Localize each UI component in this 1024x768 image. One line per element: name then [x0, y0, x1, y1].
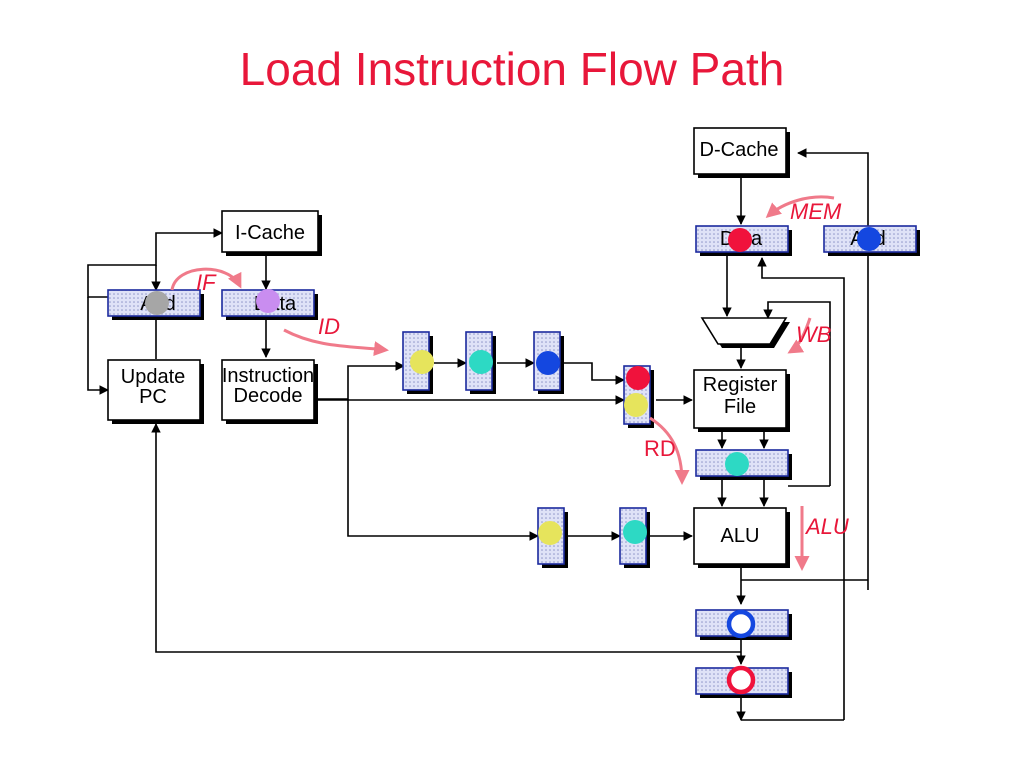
token-mem-data	[728, 228, 752, 252]
decode-label-2: Decode	[234, 385, 303, 407]
token-fetch-data	[256, 289, 280, 313]
token-read-1	[626, 366, 650, 390]
rd-stage-label: RD	[644, 436, 676, 461]
pipeline-latches	[402, 331, 654, 568]
token-operand	[725, 452, 749, 476]
wires	[87, 148, 869, 721]
writeback-mux	[700, 317, 790, 348]
register-file-label-1: Register	[703, 374, 778, 396]
wb-stage-arrow	[787, 317, 812, 354]
stage-arrows	[170, 195, 835, 571]
alu-block: ALU	[693, 507, 790, 568]
token-alu-2	[623, 520, 647, 544]
alu-stage-label: ALU	[804, 514, 849, 539]
token-decode-2	[469, 350, 493, 374]
if-stage-arrow	[170, 267, 242, 291]
rd-stage-arrow	[649, 416, 690, 485]
id-stage-label: ID	[318, 314, 340, 339]
wb-stage-label: WB	[796, 322, 831, 347]
register-file-block: Register File	[693, 369, 790, 432]
token-alu-1	[538, 521, 562, 545]
icache-label: I-Cache	[235, 222, 305, 244]
token-mem-result	[726, 665, 756, 695]
token-fetch-add	[145, 291, 169, 315]
register-file-label-2: File	[724, 396, 756, 418]
alu-label: ALU	[721, 525, 760, 547]
update-pc-block: Update PC	[107, 359, 204, 424]
update-pc-label-1: Update	[121, 366, 186, 388]
token-decode-1	[410, 350, 434, 374]
slide-title: Load Instruction Flow Path	[239, 43, 785, 95]
token-read-2	[624, 393, 648, 417]
mem-stage-arrow	[765, 195, 835, 218]
update-pc-label-2: PC	[139, 386, 167, 408]
icache-block: I-Cache	[221, 210, 322, 256]
instruction-decode-block: Instruction Decode	[221, 359, 318, 424]
token-decode-3	[536, 351, 560, 375]
token-alu-result	[726, 609, 756, 639]
dcache-label: D-Cache	[700, 139, 779, 161]
instruction-tokens	[145, 227, 881, 695]
token-mem-add	[857, 227, 881, 251]
dcache-block: D-Cache	[693, 127, 790, 178]
if-stage-label: IF	[196, 270, 217, 295]
mem-stage-label: MEM	[790, 199, 842, 224]
decode-label-1: Instruction	[222, 365, 314, 387]
id-stage-arrow	[283, 328, 389, 357]
